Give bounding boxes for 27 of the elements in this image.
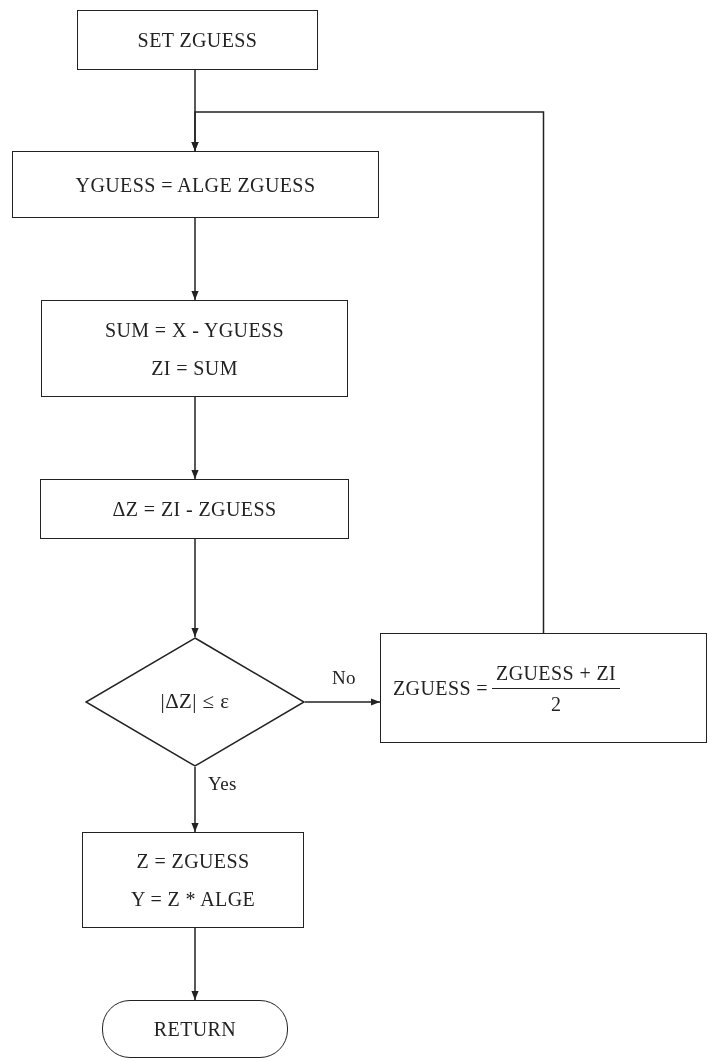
node-text: ZGUESS =	[393, 676, 489, 701]
process-box	[77, 10, 318, 70]
node-text: ZGUESS + ZI	[492, 657, 621, 689]
arrow	[191, 766, 199, 833]
node-text: Y = Z * ALGE	[130, 887, 256, 912]
arrow	[191, 538, 199, 638]
arrow	[191, 396, 199, 480]
arrow	[191, 927, 199, 1001]
arrow	[304, 698, 381, 706]
node-text: ZI = SUM	[151, 355, 238, 381]
process-box	[40, 479, 349, 539]
node-text: ΔZ = ZI - ZGUESS	[112, 497, 277, 522]
node-text: Z = ZGUESS	[136, 849, 250, 874]
arrow	[191, 111, 545, 634]
process-box	[380, 633, 707, 743]
node-text: 2	[550, 691, 562, 717]
node-text: RETURN	[153, 1017, 237, 1042]
node-text: |ΔZ| ≤ ε	[160, 688, 230, 716]
arrow	[191, 217, 199, 301]
node-text: SET ZGUESS	[137, 28, 258, 53]
terminal-box	[102, 1000, 288, 1058]
process-box	[12, 151, 379, 218]
process-box	[41, 300, 348, 397]
node-text: YGUESS = ALGE ZGUESS	[75, 172, 316, 198]
process-box	[82, 832, 304, 928]
edge-label: Yes	[206, 774, 239, 793]
node-text: SUM = X - YGUESS	[104, 317, 285, 343]
